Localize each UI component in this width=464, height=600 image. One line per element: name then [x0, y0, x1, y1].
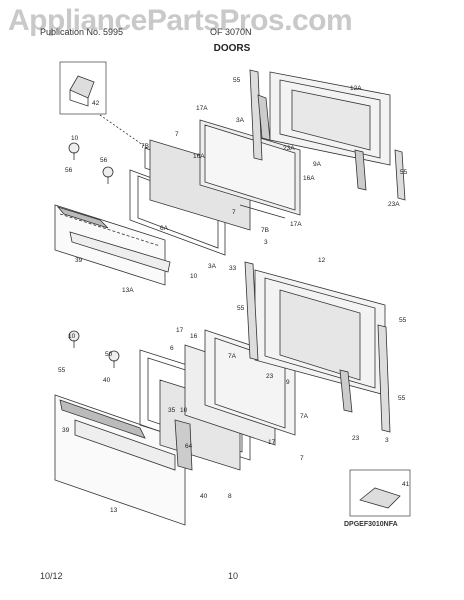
callout-55: 55 [398, 395, 406, 402]
callout-16A: 16A [193, 153, 205, 160]
callout-39: 39 [62, 427, 70, 434]
callout-40: 40 [200, 493, 208, 500]
callout-55: 55 [58, 367, 66, 374]
callout-35: 35 [168, 407, 176, 414]
callout-13A: 13A [122, 287, 134, 294]
callout-6: 6 [170, 345, 174, 352]
callout-17A: 17A [196, 105, 208, 112]
upper-hinge-channels [249, 69, 406, 201]
callout-7: 7 [300, 455, 304, 462]
callout-64: 64 [185, 443, 193, 450]
callout-41: 41 [402, 481, 410, 488]
callout-17: 17 [268, 439, 276, 446]
callout-23A: 23A [283, 145, 295, 152]
header-publication: Publication No. 5995 [40, 27, 124, 37]
callout-17: 17 [176, 327, 184, 334]
callout-7B: 7B [261, 227, 269, 234]
part-41-inset [349, 469, 411, 517]
inset-label: DPGEF3010NFA [344, 521, 398, 528]
callout-3A: 3A [236, 117, 245, 124]
lower-hinge-channels [174, 261, 391, 471]
callout-23A: 23A [388, 201, 400, 208]
callout-10: 10 [71, 135, 79, 142]
callout-23: 23 [352, 435, 360, 442]
section-title: DOORS [213, 43, 251, 54]
callout-9A: 9A [313, 161, 322, 168]
callout-9: 9 [286, 379, 290, 386]
callout-3A: 3A [208, 263, 217, 270]
callout-12A: 12A [350, 85, 362, 92]
callout-33: 33 [229, 265, 237, 272]
lower-door-outer-panel [54, 394, 186, 526]
callout-6A: 6A [160, 225, 169, 232]
lower-door-liner [254, 269, 386, 396]
callout-7: 7 [232, 209, 236, 216]
callout-40: 40 [103, 377, 111, 384]
part-42-inset [59, 61, 151, 151]
watermark: AppliancePartsPros.com [8, 4, 353, 37]
callout-55: 55 [233, 77, 241, 84]
footer-page: 10 [228, 571, 239, 581]
upper-door-liner [269, 71, 391, 166]
callout-labels: 42 55 3A 12A 17A 7 16A 23A 10 56 7B 16A 9A 55 56 6A 3A 23… [58, 77, 410, 514]
callout-39: 39 [75, 257, 83, 264]
footer-date: 10/12 [40, 571, 63, 581]
callout-55: 55 [400, 169, 408, 176]
upper-screws [68, 142, 114, 184]
callout-42: 42 [92, 100, 100, 107]
callout-13: 13 [110, 507, 118, 514]
callout-3: 3 [264, 239, 268, 246]
callout-10: 10 [180, 407, 188, 414]
upper-door-outer-panel [54, 204, 171, 286]
callout-50: 50 [105, 351, 113, 358]
upper-glass-panels [149, 119, 301, 231]
callout-10: 10 [68, 333, 76, 340]
callout-8: 8 [228, 493, 232, 500]
callout-7: 7 [175, 131, 179, 138]
callout-55: 55 [399, 317, 407, 324]
callout-3: 3 [385, 437, 389, 444]
header-model: OF 3070N [210, 27, 252, 37]
callout-7A: 7A [300, 413, 309, 420]
callout-7B: 7B [141, 143, 149, 150]
callout-23: 23 [266, 373, 274, 380]
callout-16: 16 [190, 333, 198, 340]
callout-56: 56 [65, 167, 73, 174]
callout-55: 55 [237, 305, 245, 312]
callout-10: 10 [190, 273, 198, 280]
callout-16A: 16A [303, 175, 315, 182]
callout-7A: 7A [228, 353, 237, 360]
callout-17A: 17A [290, 221, 302, 228]
lower-screws [68, 330, 120, 368]
callout-12: 12 [318, 257, 326, 264]
callout-56: 56 [100, 157, 108, 164]
